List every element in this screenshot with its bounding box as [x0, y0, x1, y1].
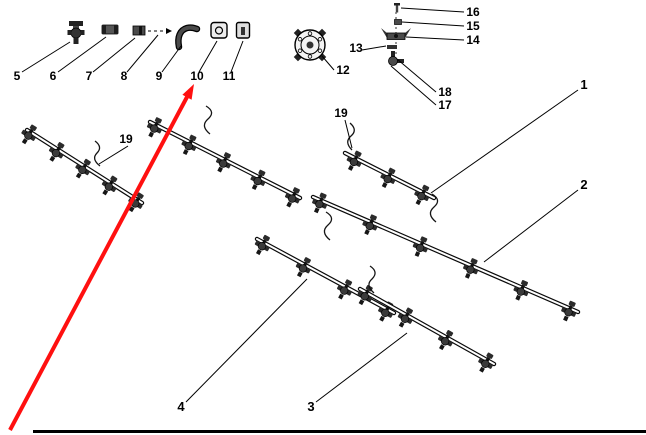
leader-15 — [401, 21, 465, 27]
callout-16: 16 — [466, 5, 480, 19]
callout-19-right: 19 — [334, 106, 348, 120]
callout-7: 7 — [86, 69, 93, 83]
part-bolt-16 — [394, 3, 400, 13]
hose-upper-middle — [203, 105, 213, 135]
part-flange-13 — [387, 45, 397, 49]
part-stack-13-18 — [381, 3, 411, 66]
leader-11 — [230, 40, 244, 73]
callout-17: 17 — [438, 98, 452, 112]
leader-12 — [321, 55, 335, 71]
leader-8 — [126, 34, 159, 73]
callout-2: 2 — [580, 177, 587, 192]
leader-14 — [405, 36, 465, 41]
callout-5: 5 — [14, 69, 21, 83]
leader-5 — [21, 41, 71, 73]
leader-2 — [483, 189, 579, 263]
callout-8: 8 — [121, 69, 128, 83]
boom-section-bottom — [353, 282, 499, 376]
part-elbow-hose-9 — [175, 24, 201, 51]
leader-17 — [390, 65, 437, 106]
hose-bottom — [368, 265, 376, 294]
hose-upper-left — [93, 140, 101, 167]
boom-section-upper-left — [16, 121, 149, 216]
leader-18 — [396, 58, 437, 93]
callout-10: 10 — [190, 69, 204, 83]
callout-18: 18 — [438, 85, 452, 99]
part-fitting-6 — [101, 24, 119, 35]
leader-19-left — [98, 145, 129, 165]
callout-labels: 5 6 7 8 9 10 11 12 13 14 15 16 17 18 19 … — [14, 5, 588, 414]
boom-section-long-right — [308, 190, 581, 325]
callout-1: 1 — [580, 77, 587, 92]
callout-9: 9 — [156, 69, 163, 83]
leader-19-right — [344, 119, 353, 149]
leader-9 — [161, 45, 182, 73]
part-valve-14 — [381, 28, 411, 40]
part-manifold-12 — [293, 28, 327, 62]
part-fitting-7 — [132, 25, 146, 36]
callout-12: 12 — [336, 63, 350, 77]
leader-6 — [57, 36, 107, 73]
red-pointer-arrow — [8, 84, 194, 431]
boom-section-lower-left — [250, 232, 398, 325]
part-cap-11 — [235, 21, 251, 39]
callout-15: 15 — [466, 19, 480, 33]
hose-lower-left — [323, 211, 333, 241]
callout-6: 6 — [50, 69, 57, 83]
leader-7 — [92, 37, 136, 73]
red-arrow-head — [182, 84, 194, 100]
callout-14: 14 — [466, 33, 480, 47]
part-nut-15 — [394, 19, 402, 25]
hoses — [93, 105, 439, 294]
hose-upper-right — [347, 122, 355, 151]
leader-lines — [21, 7, 579, 403]
leader-3 — [315, 332, 408, 403]
hose-long-boom — [429, 193, 439, 223]
boom-section-upper-middle — [142, 114, 305, 211]
leader-10 — [198, 40, 218, 73]
leader-1 — [430, 89, 579, 194]
callout-13: 13 — [349, 41, 363, 55]
leader-16 — [400, 7, 465, 13]
part-cap-10 — [210, 21, 228, 39]
callout-3: 3 — [307, 399, 314, 414]
leader-4 — [185, 278, 308, 403]
part-nozzle-body-5 — [67, 21, 85, 44]
boom-section-upper-right — [342, 147, 437, 209]
red-arrow-shaft — [8, 96, 189, 431]
leader-13 — [361, 45, 387, 51]
callout-4: 4 — [177, 399, 185, 414]
part-clip-8 — [148, 28, 172, 34]
callout-11: 11 — [223, 69, 236, 83]
callout-19-left: 19 — [119, 132, 133, 146]
